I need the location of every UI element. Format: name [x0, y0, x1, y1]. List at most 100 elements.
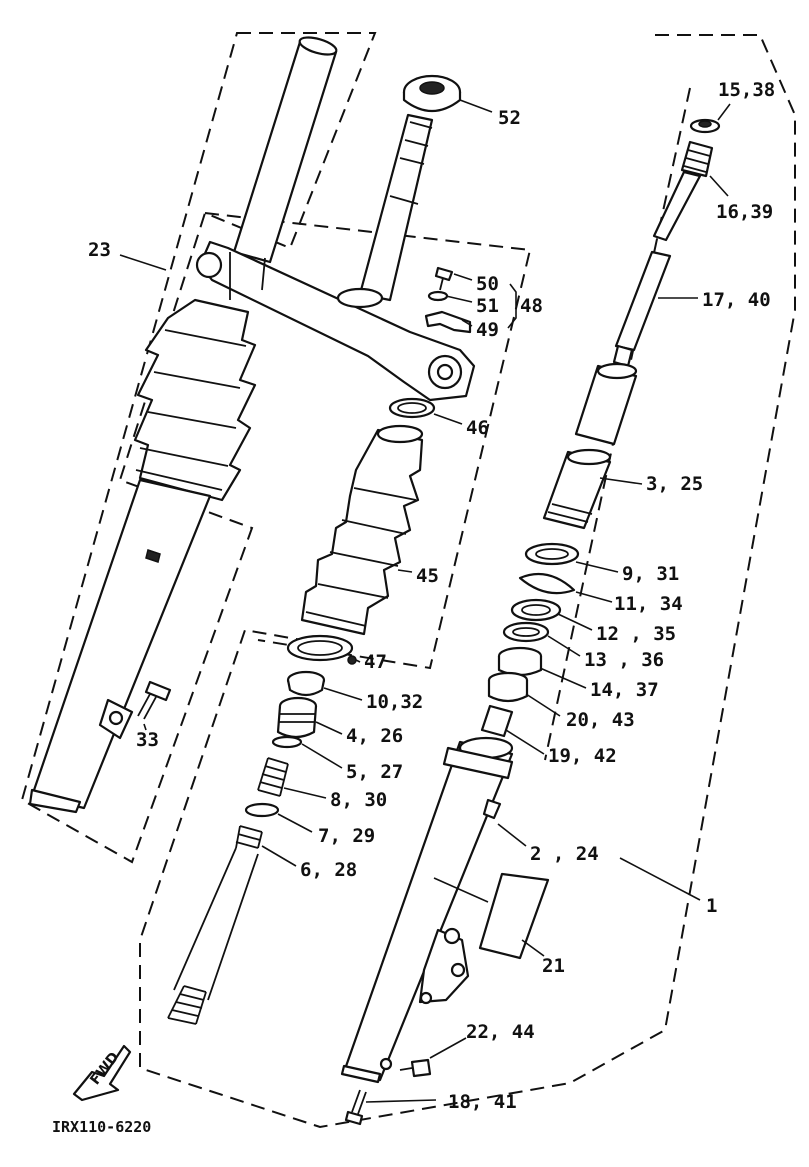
bolt-18-41 [344, 1089, 367, 1126]
small-tab [145, 549, 161, 563]
oil-seal-47 [286, 634, 357, 665]
leader-12-35 [557, 613, 593, 631]
leader-23 [119, 254, 167, 271]
label-19-42: 19, 42 [548, 745, 617, 767]
leader-52 [459, 99, 493, 113]
boot-ridges [135, 329, 247, 491]
leader-4-26 [315, 721, 343, 735]
leader-46 [433, 413, 463, 425]
left-fork-assembly [28, 36, 338, 814]
seal-9-31 [524, 542, 580, 566]
cylinder-3-25 [542, 448, 612, 530]
leader-2-24 [497, 823, 527, 847]
label-45: 45 [416, 565, 439, 587]
leader-21 [521, 939, 545, 957]
leader-9-31 [575, 561, 619, 573]
label-14-37: 14, 37 [590, 679, 659, 701]
spring-6-28 [167, 825, 263, 1025]
inner-tube [232, 40, 338, 264]
outer-tube-2-24 [340, 736, 514, 1084]
inner-tube-top [298, 36, 338, 56]
label-2-24: 2 , 24 [530, 843, 599, 865]
leader-19-42 [505, 729, 545, 755]
label-52: 52 [498, 107, 521, 129]
label-46: 46 [466, 417, 489, 439]
label-23: 23 [88, 239, 111, 261]
leader-1 [619, 857, 701, 901]
left-outer-tube [30, 478, 212, 810]
leader-15-38 [717, 103, 731, 121]
leader-22-44 [429, 1037, 467, 1059]
leader-47 [355, 659, 361, 663]
label-4-26: 4, 26 [346, 725, 403, 747]
leader-13-36 [547, 635, 581, 657]
bolt-33 [137, 680, 172, 731]
washer-7-29 [244, 802, 280, 818]
label-5-27: 5, 27 [346, 761, 403, 783]
label-12-35: 12 , 35 [596, 623, 676, 645]
leader-6-28 [261, 845, 297, 867]
label-22-44: 22, 44 [466, 1021, 535, 1043]
label-48: 48 [520, 295, 543, 317]
washer-5-27 [271, 735, 303, 749]
leader-21-top [433, 877, 489, 903]
bolt-22-44 [399, 1058, 432, 1078]
label-6-28: 6, 28 [300, 859, 357, 881]
leader-49 [461, 319, 473, 327]
screw-50 [434, 266, 454, 291]
label-33: 33 [136, 729, 159, 751]
leader-7-29 [277, 813, 313, 833]
piston-ring-10-32 [286, 670, 326, 697]
diagram-code: IRX110-6220 [52, 1118, 151, 1136]
fwd-arrow: FWD [72, 1044, 132, 1102]
leader-51 [445, 295, 473, 303]
ring-46-inner [397, 402, 427, 414]
clip-11-34 [518, 572, 576, 595]
bracket-48 [507, 283, 517, 329]
assembly-1-outline [139, 34, 796, 1129]
label-1: 1 [706, 895, 717, 917]
stem-base [336, 287, 384, 309]
seal-12-35 [510, 598, 562, 622]
cylinder-4-26 [276, 696, 318, 739]
dust-boot-45 [300, 424, 424, 636]
leader-50 [453, 273, 473, 281]
label-15-38: 15,38 [718, 79, 775, 101]
label-51: 51 [476, 295, 499, 317]
left-outer-base [28, 788, 82, 814]
stem-threads [389, 121, 433, 205]
leader-14-37 [539, 667, 587, 689]
leader-10-32 [323, 687, 363, 701]
piece-19-42 [480, 704, 514, 738]
label-17-40: 17, 40 [702, 289, 771, 311]
clamp-49 [424, 310, 472, 334]
label-11-34: 11, 34 [614, 593, 683, 615]
label-8-30: 8, 30 [330, 789, 387, 811]
bearing-52 [402, 74, 462, 112]
label-47: 47 [364, 651, 387, 673]
leader-11-34 [575, 591, 613, 603]
left-dust-boot [133, 298, 257, 502]
leader-8-30 [283, 787, 327, 799]
washer-13-36 [502, 621, 550, 643]
bolt-16-39 [652, 140, 714, 242]
bushing-14-37 [497, 646, 543, 677]
spring-8-30 [257, 757, 289, 797]
spacer-tube [574, 362, 638, 446]
axle-hole [108, 710, 124, 726]
leader-18-41 [365, 1099, 437, 1103]
leader-3-25 [599, 477, 643, 485]
label-10-32: 10,32 [366, 691, 423, 713]
leader-20-43 [525, 693, 561, 717]
label-13-36: 13 , 36 [584, 649, 664, 671]
label-21: 21 [542, 955, 565, 977]
washer-51 [427, 290, 449, 302]
label-3-25: 3, 25 [646, 473, 703, 495]
label-7-29: 7, 29 [318, 825, 375, 847]
bushing-20-43 [487, 671, 529, 703]
label-18-41: 18, 41 [448, 1091, 517, 1113]
label-49: 49 [476, 319, 499, 341]
leader-5-27 [301, 743, 343, 769]
leader-16-39 [709, 175, 729, 197]
